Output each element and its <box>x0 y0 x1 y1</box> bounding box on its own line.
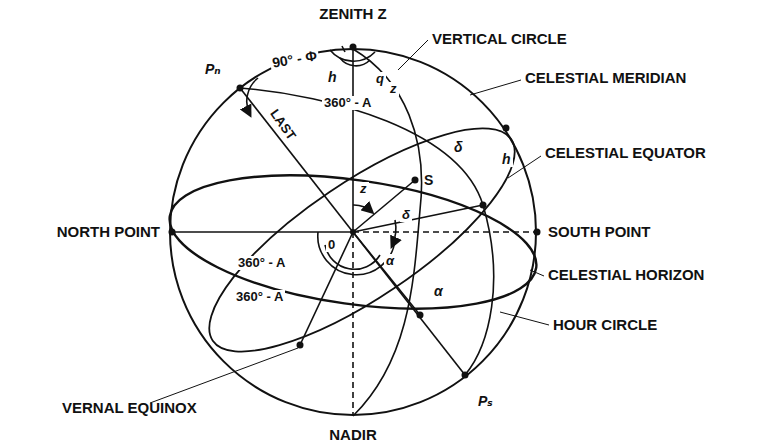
label: VERNAL EQUINOX <box>62 400 197 416</box>
label: z <box>388 82 399 96</box>
label: Pₛ <box>478 394 493 409</box>
label: NORTH POINT <box>57 224 160 240</box>
label: 360° - A <box>322 96 373 110</box>
label: 0 <box>326 238 337 252</box>
label: NADIR <box>329 427 377 443</box>
label: 360° - A <box>236 256 287 270</box>
label: CELESTIAL MERIDIAN <box>525 70 686 86</box>
label: q <box>374 72 386 86</box>
label: SOUTH POINT <box>548 224 651 240</box>
label: δ <box>400 208 412 222</box>
label: Pₙ <box>205 62 221 77</box>
label: z <box>358 182 369 196</box>
label: δ <box>452 140 465 155</box>
label: 90° - Φ <box>269 48 320 71</box>
label: h <box>500 152 513 167</box>
label: 360° - A <box>234 290 285 304</box>
label: α <box>384 254 396 268</box>
label: VERTICAL CIRCLE <box>432 31 567 47</box>
label: CELESTIAL HORIZON <box>548 267 704 283</box>
label: LAST <box>267 105 300 144</box>
label: S <box>424 173 433 188</box>
label: HOUR CIRCLE <box>553 317 657 333</box>
label: CELESTIAL EQUATOR <box>545 145 706 161</box>
label: ZENITH Z <box>319 6 387 22</box>
label: h <box>326 70 339 85</box>
label: α <box>432 284 445 299</box>
